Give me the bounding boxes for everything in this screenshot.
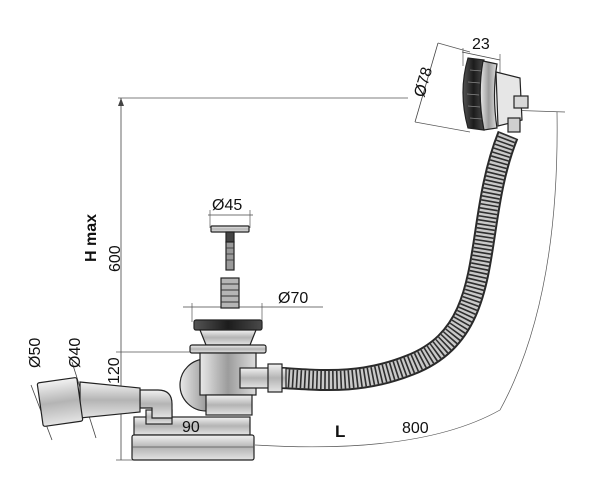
dim-23-line — [461, 51, 501, 61]
label-800: 800 — [402, 420, 429, 437]
label-78: Ø78 — [412, 65, 437, 99]
dim-78-line — [414, 42, 439, 123]
label-l: L — [335, 422, 345, 441]
flexible-hose — [281, 130, 519, 392]
hose-body — [281, 131, 517, 390]
plug-spring — [220, 277, 240, 309]
label-120: 120 — [106, 357, 123, 384]
dimension-lines — [30, 42, 566, 461]
label-23: 23 — [472, 36, 490, 53]
drain-lower-nut — [205, 394, 253, 416]
label-50: Ø50 — [27, 338, 44, 368]
drain-assembly — [36, 319, 287, 461]
label-90: 90 — [182, 419, 200, 436]
arrow-head — [118, 98, 124, 106]
plug-stem — [225, 241, 235, 271]
drain-flange — [189, 344, 267, 354]
outlet-elbow — [139, 389, 173, 419]
trap-base — [131, 434, 255, 461]
plug-cap — [210, 225, 250, 233]
outlet-reducer — [36, 377, 84, 427]
label-70: Ø70 — [278, 290, 308, 307]
hose-ribs — [281, 131, 517, 390]
overflow-outlet — [507, 117, 521, 133]
outlet-pipe — [79, 381, 141, 419]
drain-grate — [193, 319, 263, 331]
overflow-nut — [513, 95, 529, 109]
hose-nut — [267, 363, 283, 393]
dim-78-bottom-extension — [414, 121, 471, 133]
dim-78-top-extension — [437, 42, 471, 53]
plug-neck — [225, 231, 235, 243]
label-45: Ø45 — [212, 197, 242, 214]
overflow-body — [495, 71, 523, 127]
drain-cup — [199, 329, 257, 346]
dimension-labels: 23 Ø78 Ø45 Ø70 H max 600 120 Ø50 Ø40 90 … — [27, 36, 490, 441]
label-40: Ø40 — [67, 338, 84, 368]
dim-l-curve — [254, 111, 558, 448]
overflow-rim — [479, 60, 498, 131]
plug-assembly — [210, 225, 250, 309]
label-hmax: H max — [83, 214, 100, 262]
label-600: 600 — [107, 245, 124, 272]
overflow-assembly — [462, 57, 529, 133]
